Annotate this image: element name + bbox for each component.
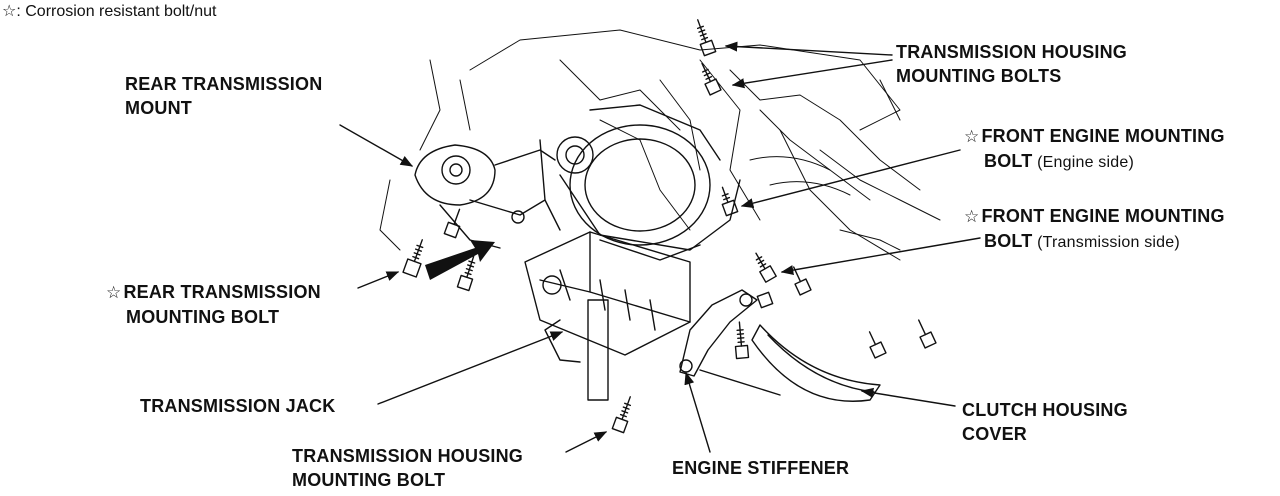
label-line: COVER <box>962 424 1028 444</box>
label-transmission-housing-mounting-bolt: TRANSMISSION HOUSING MOUNTING BOLT <box>292 444 523 492</box>
label-line: CLUTCH HOUSING <box>962 400 1128 420</box>
legend-text: : Corrosion resistant bolt/nut <box>16 3 217 20</box>
label-rear-transmission-mount: REAR TRANSMISSION MOUNT <box>125 72 322 120</box>
leader-lines <box>339 41 981 453</box>
label-line: REAR TRANSMISSION <box>125 74 323 94</box>
transmission-case <box>539 104 741 261</box>
label-line: BOLT <box>984 231 1033 251</box>
corrosion-star-icon: ☆ <box>964 127 980 146</box>
label-line: TRANSMISSION JACK <box>140 396 336 416</box>
label-clutch-housing-cover: CLUTCH HOUSING COVER <box>962 398 1128 446</box>
corrosion-star-icon: ☆ <box>964 207 980 226</box>
label-note: (Engine side) <box>1032 154 1134 171</box>
label-line: BOLT <box>984 151 1033 171</box>
label-note: (Transmission side) <box>1032 234 1180 251</box>
label-line: MOUNTING BOLT <box>126 307 280 327</box>
label-line: MOUNTING BOLT <box>292 470 446 490</box>
clutch-housing-cover <box>751 324 881 402</box>
label-line: FRONT ENGINE MOUNTING <box>981 206 1225 226</box>
label-front-engine-mounting-bolt-engine-side: ☆FRONT ENGINE MOUNTING BOLT (Engine side… <box>964 124 1225 175</box>
rear-transmission-mount <box>414 144 556 249</box>
label-line: TRANSMISSION HOUSING <box>896 42 1128 62</box>
engine-bay-outline <box>379 29 941 261</box>
direction-arrow <box>425 240 495 280</box>
label-line: ENGINE STIFFENER <box>672 458 850 478</box>
label-transmission-jack: TRANSMISSION JACK <box>140 394 335 418</box>
corrosion-star-icon: ☆ <box>2 3 17 20</box>
transmission-jack <box>524 231 691 401</box>
label-transmission-housing-mounting-bolts: TRANSMISSION HOUSING MOUNTING BOLTS <box>896 40 1127 88</box>
label-engine-stiffener: ENGINE STIFFENER <box>672 456 849 480</box>
label-line: REAR TRANSMISSION <box>123 282 321 302</box>
legend: ☆: Corrosion resistant bolt/nut <box>2 2 216 22</box>
corrosion-star-icon: ☆ <box>106 283 122 302</box>
label-front-engine-mounting-bolt-transmission-side: ☆FRONT ENGINE MOUNTING BOLT (Transmissio… <box>964 204 1225 255</box>
label-rear-transmission-mounting-bolt: ☆REAR TRANSMISSION MOUNTING BOLT <box>106 280 321 329</box>
label-line: FRONT ENGINE MOUNTING <box>981 126 1225 146</box>
label-line: TRANSMISSION HOUSING <box>292 446 524 466</box>
label-line: MOUNTING BOLTS <box>896 66 1062 86</box>
label-line: MOUNT <box>125 98 192 118</box>
bolts <box>402 19 937 434</box>
